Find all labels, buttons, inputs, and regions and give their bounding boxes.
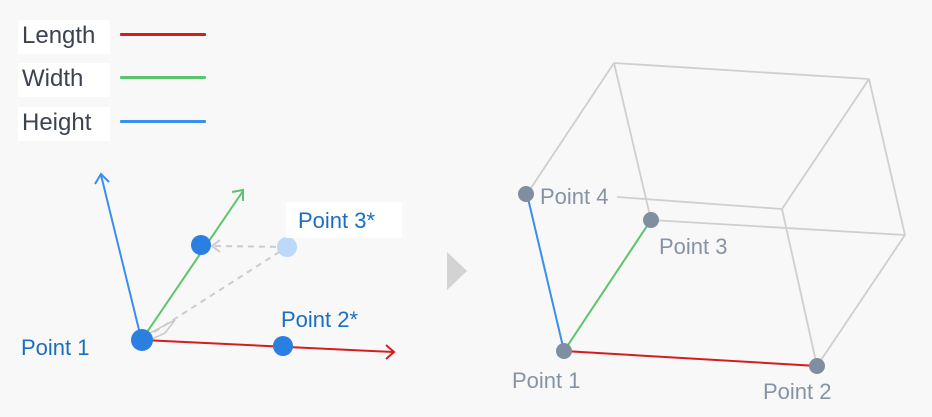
- legend-label-length: Length: [18, 20, 110, 54]
- point-3-label-bg: [286, 202, 402, 238]
- length-edge: [563, 350, 818, 367]
- box-point-4-marker[interactable]: [518, 186, 534, 202]
- point-1-label: Point 1: [21, 335, 90, 360]
- legend-item-length: Length: [18, 20, 218, 54]
- box-point-4-label: Point 4: [540, 184, 609, 209]
- point-2-label: Point 2*: [281, 307, 358, 332]
- legend-swatch-length: [120, 33, 206, 36]
- point-2-marker[interactable]: [273, 336, 293, 356]
- height-arrowhead-icon: [94, 172, 110, 185]
- legend-item-height: Height: [18, 107, 218, 141]
- box-point-2-label: Point 2: [763, 379, 832, 404]
- box-point-3-marker[interactable]: [643, 212, 659, 228]
- chevron-right-icon: [447, 252, 467, 290]
- length-axis: [142, 339, 394, 353]
- point-3-projected-marker[interactable]: [191, 235, 211, 255]
- length-arrowhead-icon: [385, 344, 396, 360]
- point-3-label: Point 3*: [298, 208, 375, 233]
- left-diagram: Point 3* Point 2* Point 1: [21, 172, 402, 360]
- width-axis: [142, 190, 244, 339]
- legend-item-width: Width: [18, 63, 218, 97]
- point-1-marker[interactable]: [131, 329, 153, 351]
- legend-swatch-height: [120, 120, 206, 123]
- projection-arrowhead-icon: [210, 239, 221, 253]
- height-axis: [100, 174, 142, 339]
- legend-swatch-width: [120, 76, 206, 79]
- box-point-1-marker[interactable]: [556, 343, 572, 359]
- point-3-ghost-marker[interactable]: [277, 237, 297, 257]
- projection-guide-line: [211, 245, 288, 248]
- box-point-2-marker[interactable]: [809, 358, 825, 374]
- right-diagram: Point 4 Point 3 Point 1 Point 2: [512, 62, 906, 404]
- box-point-1-label: Point 1: [512, 368, 581, 393]
- height-edge: [526, 193, 565, 352]
- width-edge: [563, 219, 652, 352]
- legend-label-height: Height: [18, 107, 110, 141]
- width-arrowhead-icon: [231, 188, 244, 201]
- box-wireframe: [526, 62, 906, 367]
- legend-label-width: Width: [18, 63, 110, 97]
- box-point-3-label: Point 3: [659, 234, 728, 259]
